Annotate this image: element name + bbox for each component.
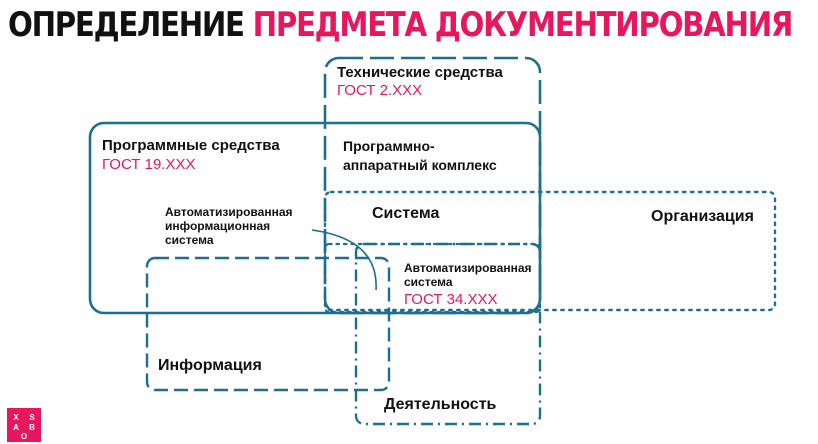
title-part-1: ОПРЕДЕЛЕНИЕ: [8, 5, 245, 45]
ais-pointer-line: [311, 229, 377, 291]
logo-letter-2: S: [29, 413, 35, 422]
software-box: [88, 121, 542, 315]
logo-icon: Х S А В О: [7, 408, 41, 442]
automated-system-box: [323, 242, 542, 314]
logo-letter-5: О: [21, 432, 27, 441]
tech-gost: ГОСТ 2.XXX: [337, 82, 423, 99]
ais-label-line-1: Автоматизированная: [165, 205, 293, 219]
as-gost: ГОСТ 34.XXX: [404, 291, 498, 308]
as-label-line-2: система: [404, 275, 453, 289]
ais-label-line-3: система: [165, 233, 214, 247]
organization-label: Организация: [651, 208, 754, 225]
information-label: Информация: [158, 357, 262, 374]
information-box: [145, 256, 391, 392]
as-label-line-1: Автоматизированная: [404, 261, 532, 275]
ais-label-line-2: информационная: [165, 219, 271, 233]
logo-letter-3: А: [13, 423, 19, 432]
logo-letter-4: В: [29, 423, 35, 432]
activity-box: [354, 242, 542, 426]
title-part-2: ПРЕДМЕТА ДОКУМЕНТИРОВАНИЯ: [252, 5, 794, 45]
page-title: ОПРЕДЕЛЕНИЕ ПРЕДМЕТА ДОКУМЕНТИРОВАНИЯ: [8, 2, 794, 48]
organization-box: [323, 190, 777, 312]
logo-letter-1: Х: [13, 413, 19, 422]
hw-sw-complex-line-2: аппаратный комплекс: [343, 157, 497, 173]
system-label: Система: [372, 205, 440, 222]
tech-label: Технические средства: [337, 64, 503, 81]
hw-sw-complex-line-1: Программно-: [343, 138, 435, 154]
software-label: Программные средства: [102, 137, 280, 154]
activity-label: Деятельность: [384, 396, 497, 413]
software-gost: ГОСТ 19.XXX: [102, 156, 196, 173]
